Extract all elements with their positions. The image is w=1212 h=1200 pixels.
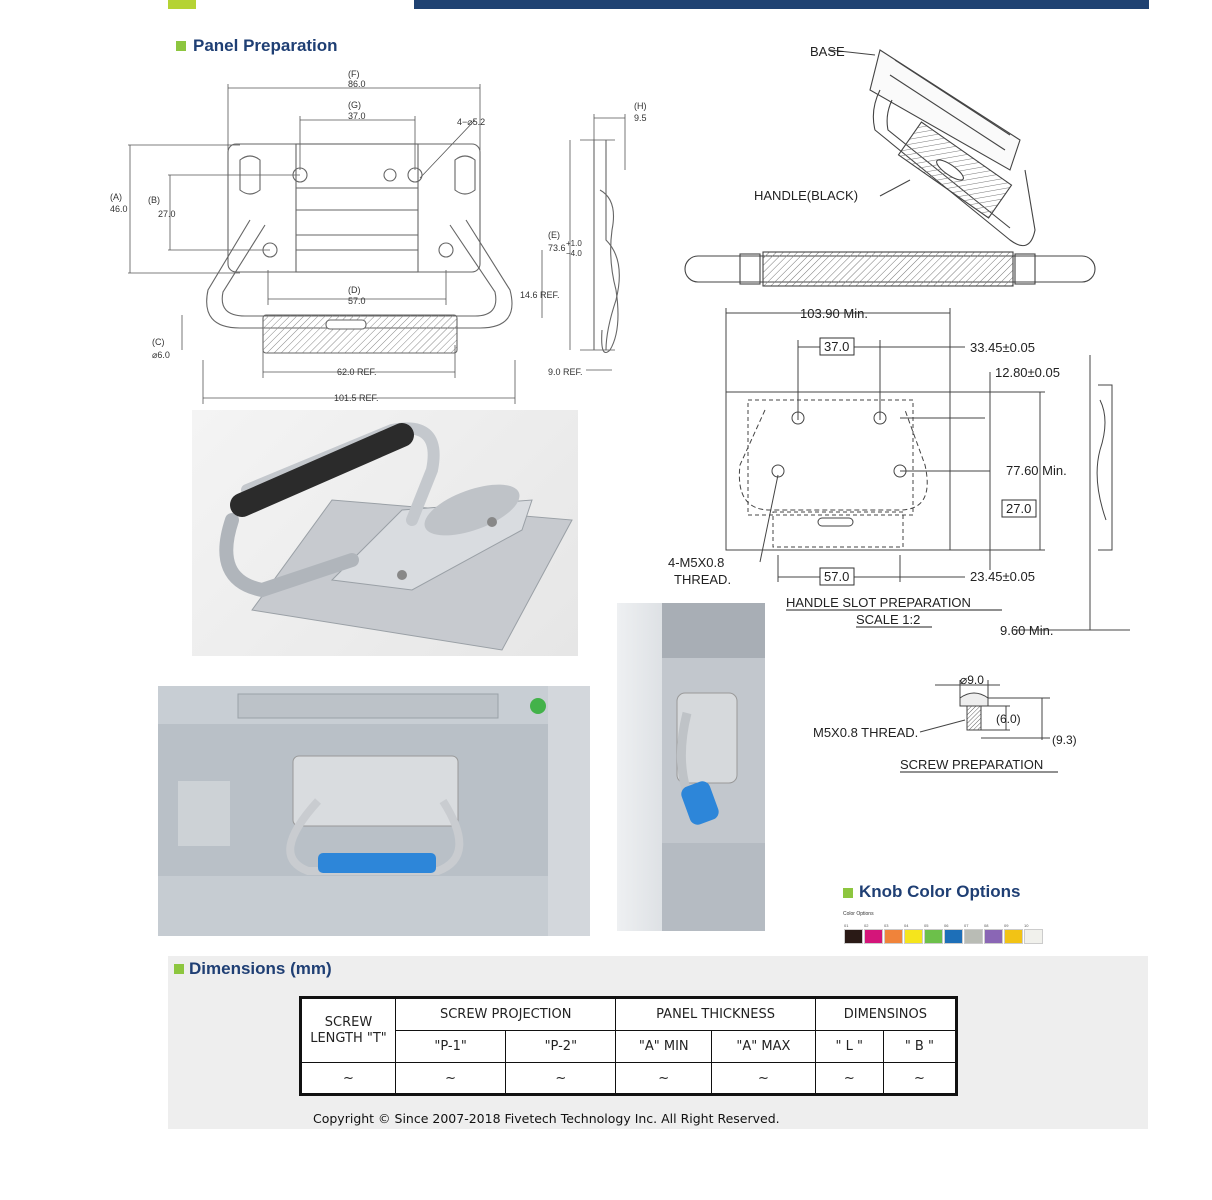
isometric-handle-drawing: BASE HANDLE(BLACK) (684, 44, 1096, 287)
dim-tol-minus-e: −4.0 (566, 249, 582, 258)
dim-value-b: 27.0 (158, 209, 176, 219)
header-screw-length: SCREW LENGTH "T" (301, 998, 396, 1063)
screw-preparation-title: SCREW PREPARATION (900, 757, 1043, 772)
slot-preparation-scale: SCALE 1:2 (856, 612, 920, 627)
dim-box-57: 57.0 (824, 569, 849, 584)
dim-ref-101-5: 101.5 REF. (334, 393, 379, 403)
header-green-block (168, 0, 196, 9)
dim-9-60-min: 9.60 Min. (1000, 623, 1053, 638)
dim-value-g: 37.0 (348, 111, 366, 121)
color-swatch (1004, 929, 1023, 944)
color-swatch (964, 929, 983, 944)
thread-label-line2: THREAD. (674, 572, 731, 587)
color-swatch-number: 01 (844, 923, 849, 928)
screw-thread-label: M5X0.8 THREAD. (813, 725, 918, 740)
color-swatch-number: 10 (1024, 923, 1029, 928)
installed-handle-photo-side (617, 603, 765, 931)
dim-value-e: 73.6 (548, 243, 566, 253)
dim-value-d: 57.0 (348, 296, 366, 306)
subheader-l: " L " (814, 1030, 884, 1063)
thread-label-line1: 4-M5X0.8 (668, 555, 724, 570)
dim-label-e: (E) (548, 230, 560, 240)
color-swatch-number: 03 (884, 923, 889, 928)
color-swatch (884, 929, 903, 944)
table-cell: ~ (615, 1062, 713, 1094)
dim-value-a: 46.0 (110, 204, 128, 214)
dimensions-table: SCREW LENGTH "T" SCREW PROJECTION PANEL … (299, 996, 958, 1096)
dim-ref-62: 62.0 REF. (337, 367, 377, 377)
installed-handle-photo-front (158, 686, 590, 936)
subheader-a-min: "A" MIN (615, 1030, 713, 1063)
dim-holes: 4−⌀5.2 (457, 117, 485, 127)
copyright-notice: Copyright © Since 2007-2018 Fivetech Tec… (313, 1111, 780, 1126)
color-swatch-number: 05 (924, 923, 929, 928)
dim-23-45: 23.45±0.05 (970, 569, 1035, 584)
subheader-b: " B " (882, 1030, 957, 1063)
dim-value-f: 86.0 (348, 79, 366, 89)
color-swatch-number: 02 (864, 923, 869, 928)
color-swatch-number: 04 (904, 923, 909, 928)
dim-77-60-min: 77.60 Min. (1006, 463, 1067, 478)
header-blue-bar (414, 0, 1149, 9)
section-title-dimensions: Dimensions (mm) (189, 959, 332, 978)
color-swatch (1024, 929, 1043, 944)
dim-label-f: (F) (348, 69, 360, 79)
dim-box-27: 27.0 (1006, 501, 1031, 516)
dim-103-90-min: 103.90 Min. (800, 306, 868, 321)
section-title-panel-preparation: Panel Preparation (193, 36, 338, 55)
table-cell: ~ (301, 1062, 396, 1094)
bullet-square (174, 964, 184, 974)
dim-value-h: 9.5 (634, 113, 647, 123)
dim-box-37: 37.0 (824, 339, 849, 354)
table-cell: ~ (882, 1062, 957, 1094)
header-dimensions: DIMENSINOS (814, 998, 957, 1031)
dim-ref-9: 9.0 REF. (548, 367, 583, 377)
color-swatch (924, 929, 943, 944)
dim-label-b: (B) (148, 195, 160, 205)
screw-preparation-drawing: ⌀9.0 (6.0) (9.3) M5X0.8 THREAD. SCREW PR… (813, 673, 1077, 773)
screw-dim-6: (6.0) (996, 712, 1021, 726)
color-swatch-strip: 01 02 03 04 05 06 07 08 09 10 (840, 917, 1072, 947)
color-swatch (844, 929, 863, 944)
table-cell: ~ (394, 1062, 507, 1094)
product-render-image (192, 410, 578, 656)
dim-label-c: (C) (152, 337, 165, 347)
table-cell: ~ (505, 1062, 617, 1094)
subheader-p1: "P-1" (394, 1030, 507, 1063)
section-title-knob-colors: Knob Color Options (859, 882, 1021, 901)
color-swatch (904, 929, 923, 944)
subheader-a-max: "A" MAX (711, 1030, 816, 1063)
slot-preparation-title: HANDLE SLOT PREPARATION (786, 595, 971, 610)
panel-preparation-drawing: (F) 86.0 (G) 37.0 4−⌀5.2 (H) 9.5 (A) 46.… (110, 69, 647, 404)
subheader-p2: "P-2" (505, 1030, 617, 1063)
color-swatch (864, 929, 883, 944)
dim-ref-14-6: 14.6 REF. (520, 290, 560, 300)
dim-tol-plus-e: +1.0 (566, 239, 582, 248)
header-panel-thickness: PANEL THICKNESS (615, 998, 816, 1031)
bullet-square (843, 888, 853, 898)
dim-value-c: ⌀6.0 (152, 350, 170, 360)
dim-label-h: (H) (634, 101, 647, 111)
bullet-square (176, 41, 186, 51)
color-swatch-number: 09 (1004, 923, 1009, 928)
color-swatch (944, 929, 963, 944)
dim-label-d: (D) (348, 285, 361, 295)
header-screw-projection: SCREW PROJECTION (394, 998, 617, 1031)
color-swatch-number: 08 (984, 923, 989, 928)
color-swatch (984, 929, 1003, 944)
color-options-label: Color Options (843, 911, 874, 917)
dim-label-g: (G) (348, 100, 361, 110)
dim-12-80: 12.80±0.05 (995, 365, 1060, 380)
handle-slot-preparation-drawing: 103.90 Min. 37.0 33.45±0.05 12.80±0.05 7… (668, 306, 1130, 638)
table-cell: ~ (814, 1062, 884, 1094)
screw-dim-9-3: (9.3) (1052, 733, 1077, 747)
color-swatch-number: 06 (944, 923, 949, 928)
dim-33-45: 33.45±0.05 (970, 340, 1035, 355)
screw-phi: ⌀9.0 (960, 673, 984, 687)
table-cell: ~ (711, 1062, 816, 1094)
label-base: BASE (810, 44, 845, 59)
label-handle-black: HANDLE(BLACK) (754, 188, 858, 203)
color-swatch-number: 07 (964, 923, 969, 928)
dim-label-a: (A) (110, 192, 122, 202)
